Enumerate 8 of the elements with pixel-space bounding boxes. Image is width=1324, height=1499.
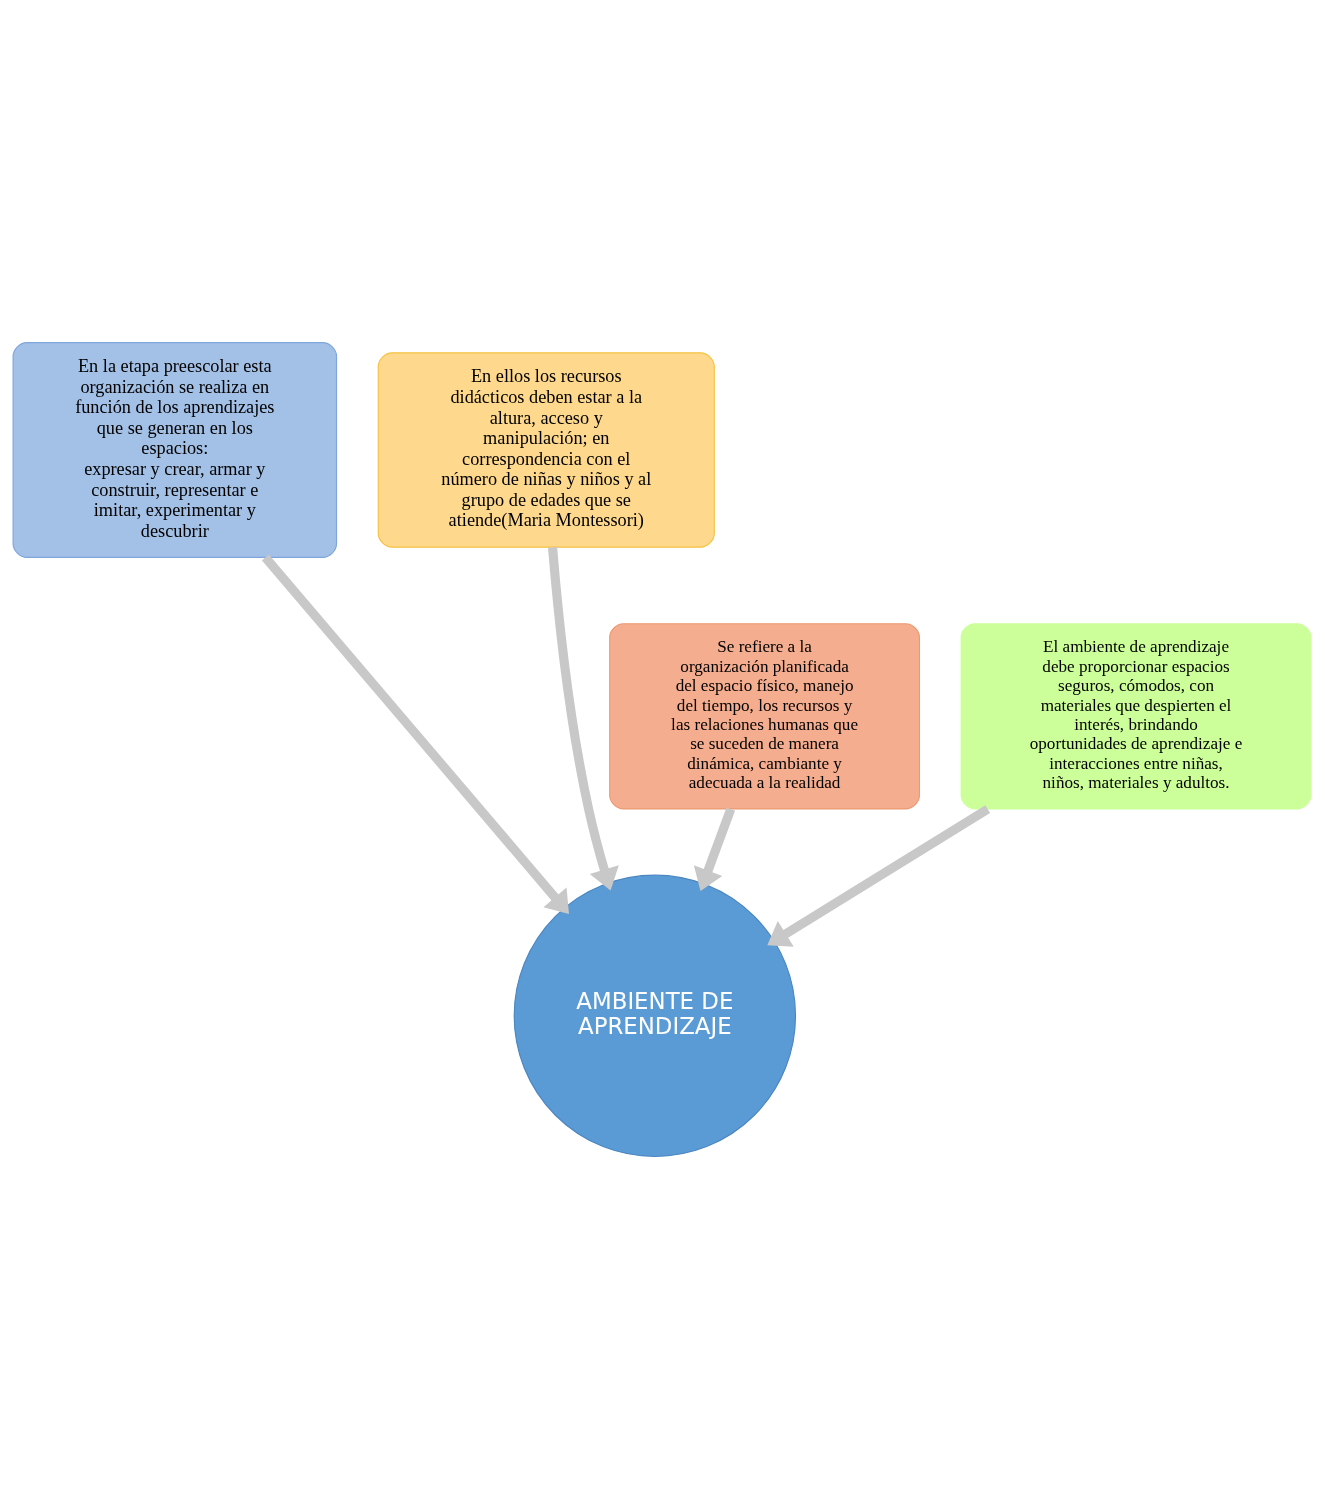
node-box: En la etapa preescolar esta organización se realiza en función de los aprendizajes que se generan en los espacios: expresar y crear, armar y construir, representar e imitar, experimentar y descubrir [12, 342, 338, 559]
arrow [693, 807, 736, 891]
node-box: En ellos los recursos didácticos deben estar a la altura, acceso y manipulación; en correspondencia con el número de niñas y niños y al grupo de edades que se atiende(Maria Montessori) [377, 352, 715, 548]
arrow [261, 554, 570, 914]
node-box: El ambiente de aprendizaje debe proporcionar espacios seguros, cómodos, con materiales que despierten el interés, brindando oportunidades de aprendizaje e interacciones entre niñas, niños, materiales y adultos. [960, 623, 1312, 810]
node-box: Se refiere a la organización planificada del espacio físico, manejo del tiempo, los recursos y las relaciones humanas que se suceden de manera dinámica, cambiante y adecuada a la realidad [609, 623, 921, 810]
arrow [548, 546, 619, 891]
arrow [767, 805, 991, 947]
